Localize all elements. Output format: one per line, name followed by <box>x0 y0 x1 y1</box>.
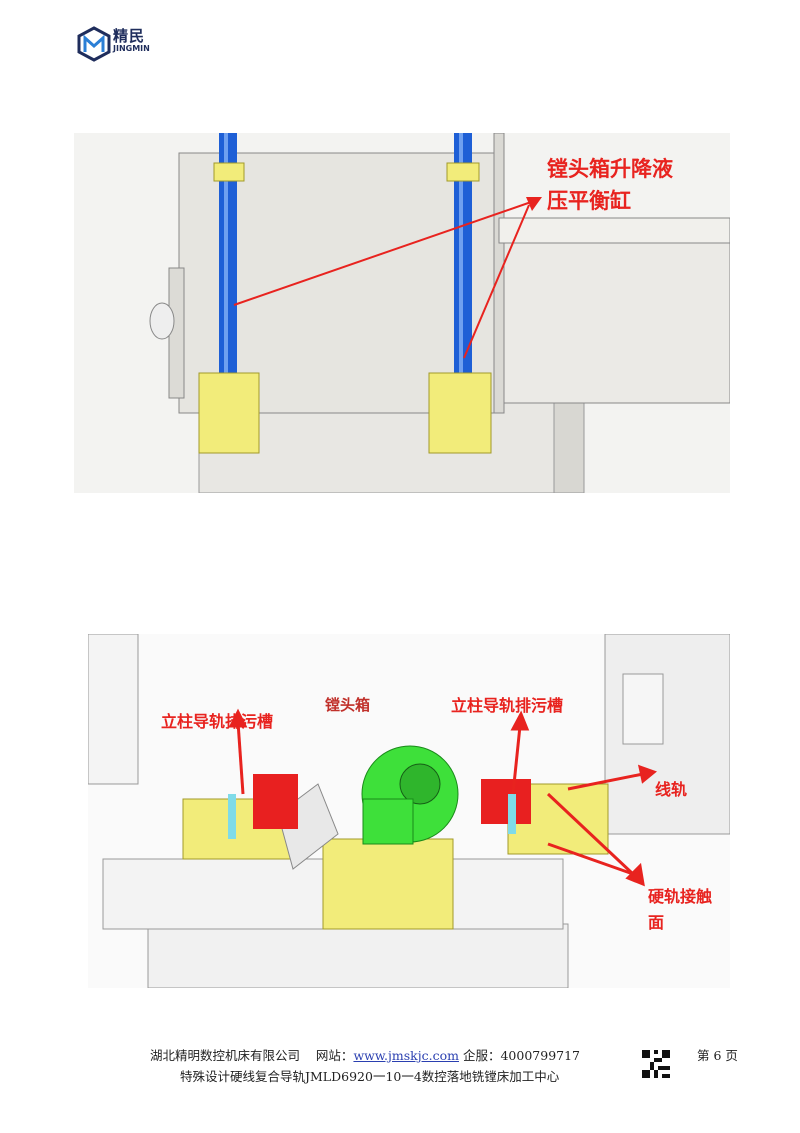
page-number: 第 6 页 <box>697 1048 738 1063</box>
logo-mark-icon <box>77 26 111 62</box>
hard-rail-line-1: 硬轨接触 <box>648 887 713 906</box>
logo-text-cn: 精民 <box>113 27 146 45</box>
column-guide-label-right: 立柱导轨排污槽 <box>451 696 564 715</box>
qr-code-icon <box>642 1050 670 1078</box>
boring-head-box-label: 镗头箱 <box>325 696 371 714</box>
label-line-1: 镗头箱升降液 <box>547 157 673 181</box>
label-line-2: 压平衡缸 <box>547 189 631 213</box>
website-label: 网站： <box>315 1048 354 1063</box>
figure-guide-rails: 立柱导轨排污槽 镗头箱 立柱导轨排污槽 线轨 硬轨接触 面 <box>87 633 731 989</box>
hard-rail-line-2: 面 <box>648 913 665 932</box>
service-label: 企服： <box>462 1048 501 1063</box>
figure-balance-cylinder: 镗头箱升降液 压平衡缸 <box>74 132 731 494</box>
logo-text-en: JINGMIN <box>113 44 150 53</box>
company-name: 湖北精明数控机床有限公司 <box>150 1048 301 1063</box>
linear-rail-label: 线轨 <box>655 780 688 799</box>
column-guide-label-left: 立柱导轨排污槽 <box>161 712 274 731</box>
service-phone: 4000799717 <box>500 1048 581 1063</box>
guide-rail-illustration <box>87 633 731 989</box>
balance-cylinder-label: 镗头箱升降液 压平衡缸 <box>547 153 673 217</box>
footer-contact: 湖北精明数控机床有限公司 网站：www.jmskjc.com 企服：400079… <box>150 1045 580 1064</box>
hard-rail-label: 硬轨接触 面 <box>648 884 712 936</box>
cylinder-illustration <box>74 132 731 494</box>
product-title: 特殊设计硬线复合导轨JMLD6920一10一4数控落地铣镗床加工中心 <box>180 1069 560 1084</box>
website-link[interactable]: www.jmskjc.com <box>353 1048 459 1063</box>
